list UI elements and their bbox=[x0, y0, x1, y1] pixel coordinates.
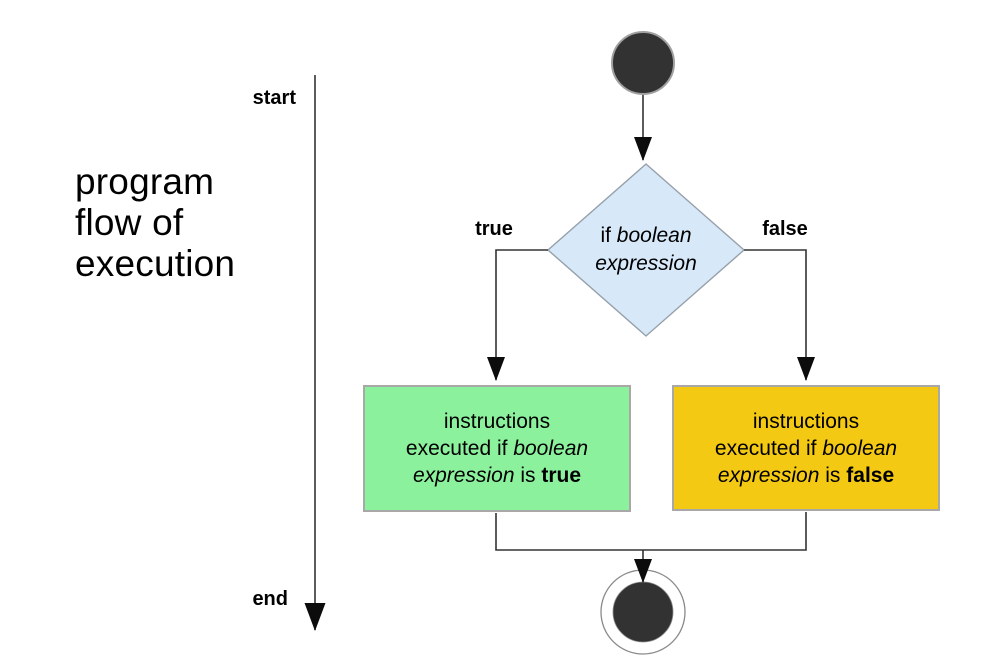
false-box-line1: instructions bbox=[752, 409, 860, 433]
false-box-line2: executed if boolean bbox=[714, 436, 898, 460]
start-node-icon bbox=[611, 31, 675, 95]
false-box-line3: expression is false bbox=[717, 463, 895, 487]
decision-label: if boolean expression bbox=[549, 167, 743, 333]
end-node-icon bbox=[612, 581, 674, 643]
connector-true-branch bbox=[487, 249, 548, 381]
start-label: start bbox=[252, 87, 296, 109]
decision-label-line2: expression bbox=[595, 252, 697, 275]
true-process-box: instructions executed if boolean express… bbox=[363, 385, 631, 512]
connector-merge bbox=[495, 512, 807, 551]
end-label: end bbox=[252, 588, 288, 610]
connector-false-branch bbox=[744, 249, 815, 381]
true-box-line1: instructions bbox=[443, 410, 551, 433]
decision-diamond bbox=[546, 163, 746, 337]
false-branch-label: false bbox=[762, 218, 808, 240]
true-box-line2: executed if boolean bbox=[405, 437, 589, 460]
false-process-box: instructions executed if boolean express… bbox=[672, 385, 940, 511]
decision-label-line1: if boolean bbox=[600, 224, 692, 247]
true-box-line3: expression is true bbox=[412, 464, 582, 487]
true-branch-label: true bbox=[475, 218, 513, 240]
diagram-caption: program flow of execution bbox=[75, 161, 236, 284]
